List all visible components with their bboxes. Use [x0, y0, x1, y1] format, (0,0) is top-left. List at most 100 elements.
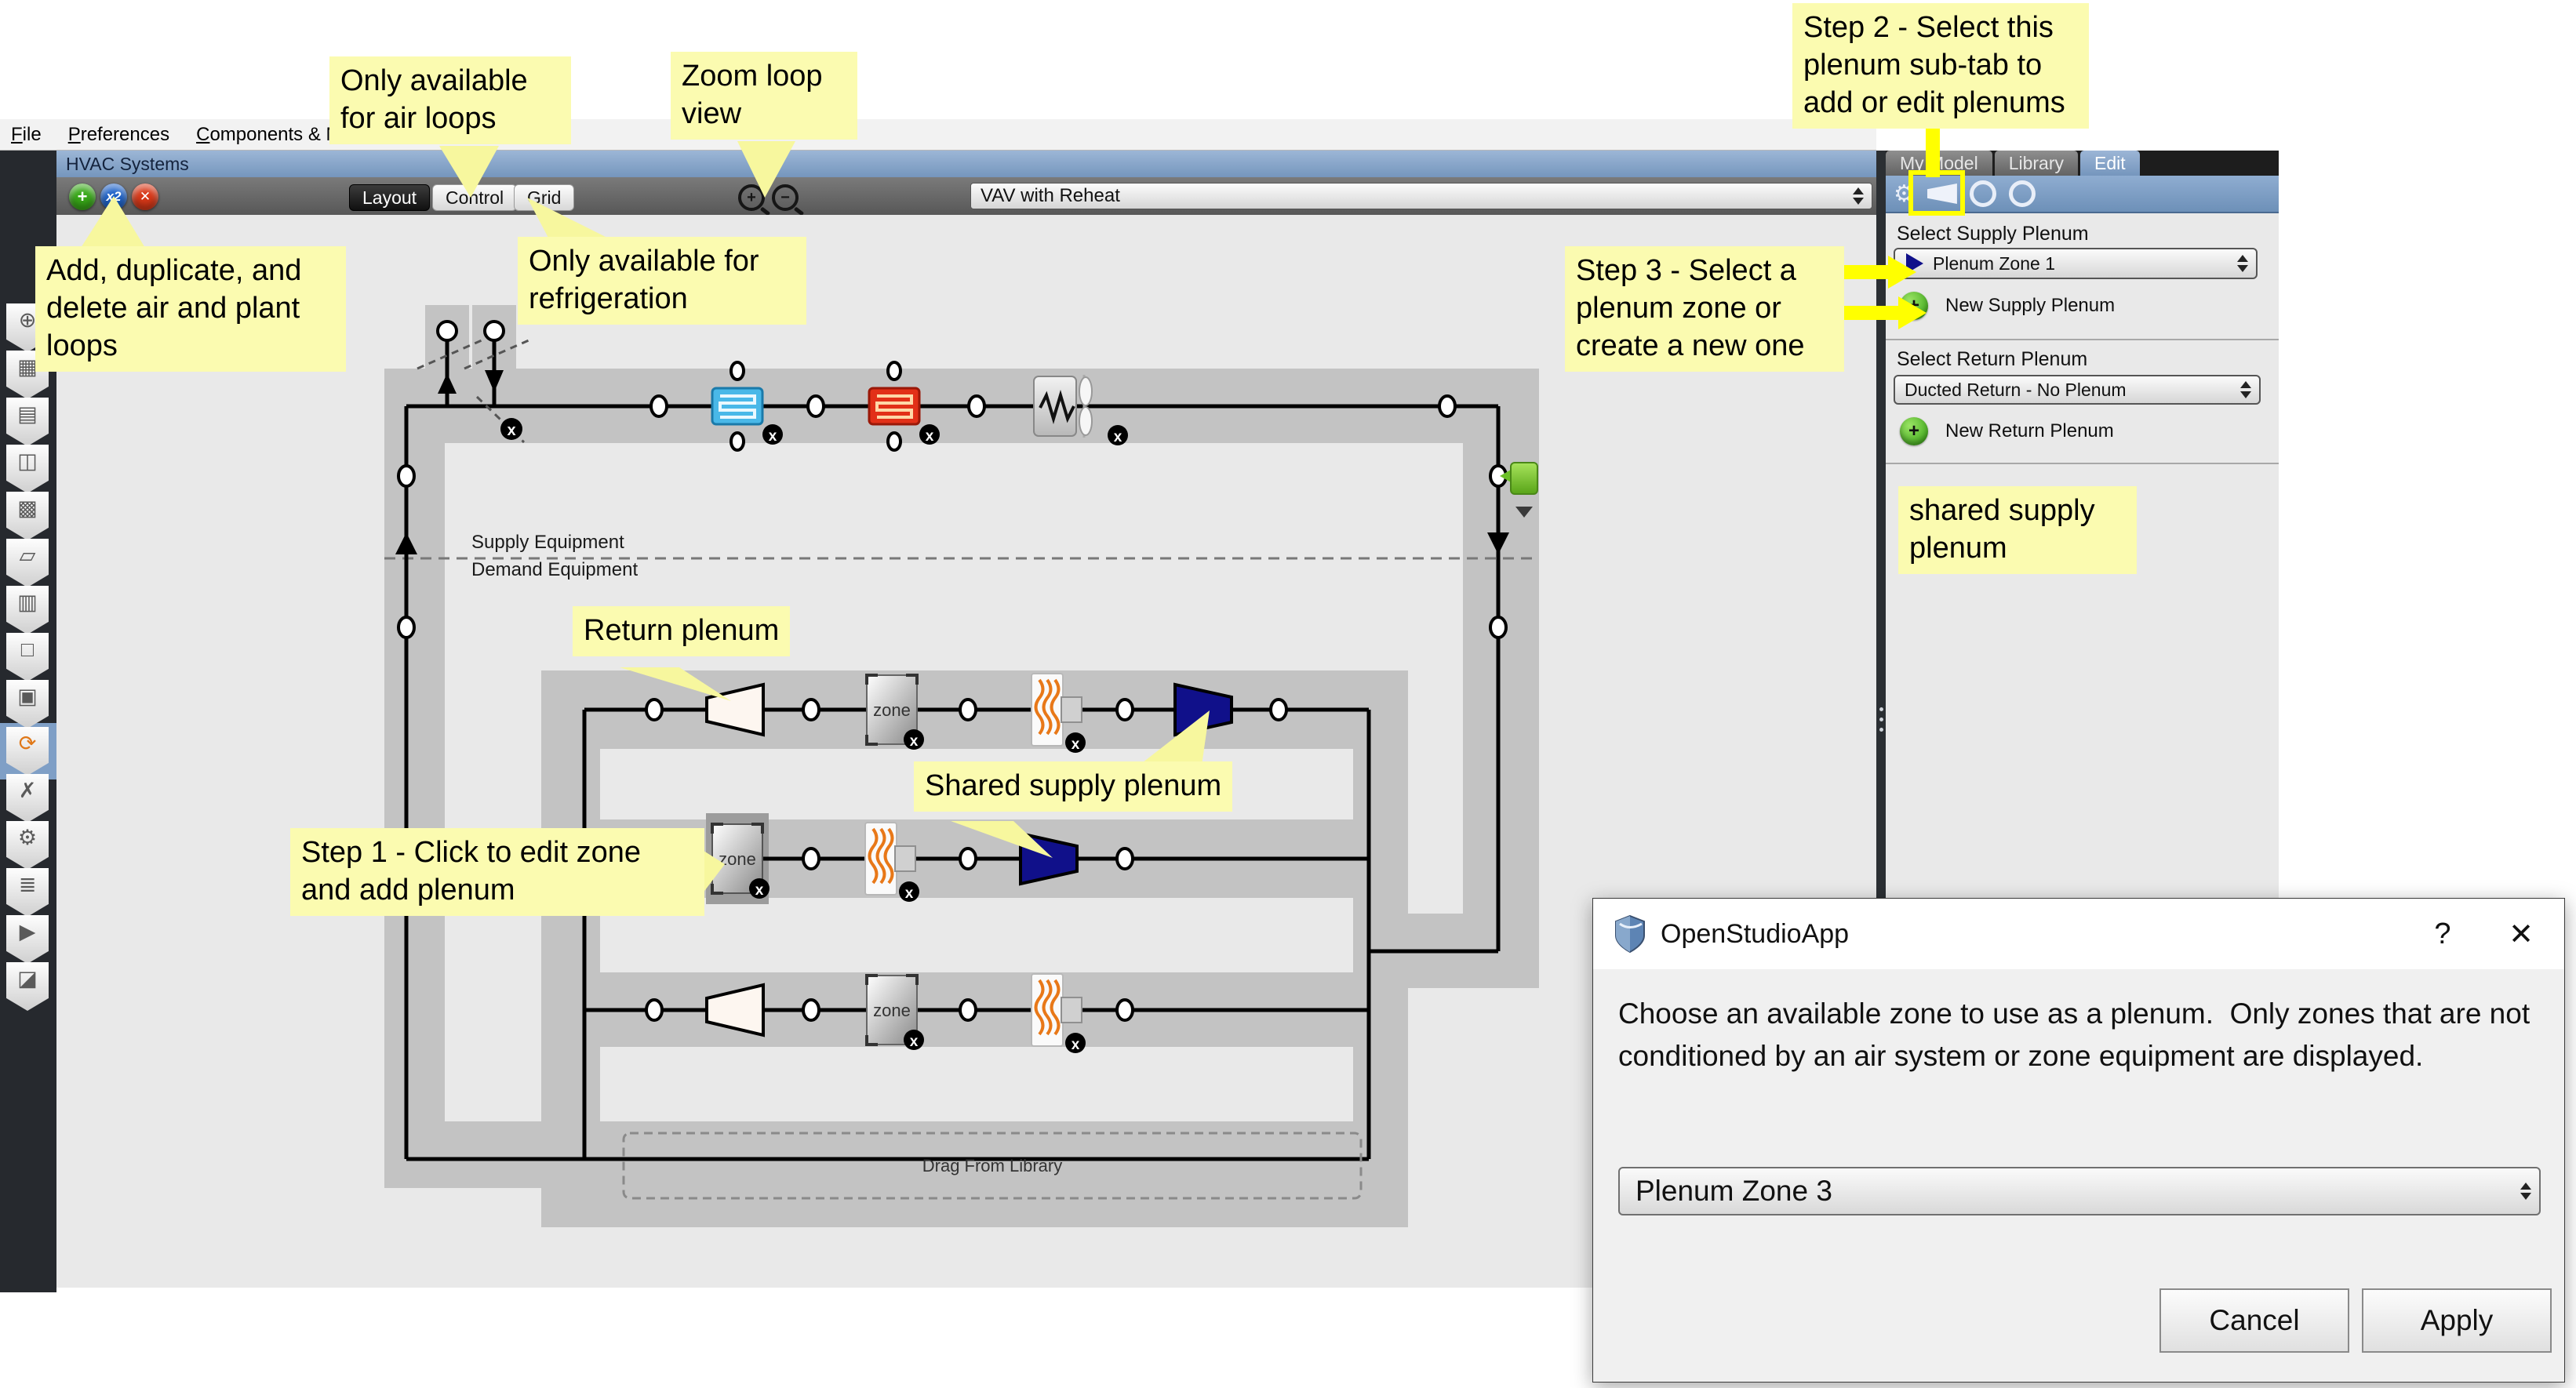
tab-control[interactable]: Control: [432, 184, 518, 211]
sidebar-tab-constructions[interactable]: ▤: [6, 398, 49, 446]
delete-heating-coil-badge[interactable]: [919, 424, 940, 445]
select-return-plenum-label: Select Return Plenum: [1897, 348, 2088, 370]
hvac-title-bar: HVAC Systems: [56, 151, 1876, 177]
drop-zone[interactable]: Drag From Library: [622, 1132, 1363, 1200]
dialog-help-button[interactable]: ?: [2434, 917, 2451, 950]
menu-preferences[interactable]: Preferences: [67, 123, 170, 145]
gear-icon: ⚙: [17, 826, 38, 849]
cooling-coil[interactable]: x: [711, 387, 783, 445]
delete-zone-badge[interactable]: [904, 1030, 924, 1050]
add-loop-button[interactable]: +: [69, 183, 96, 210]
tab-my-model[interactable]: My Model: [1886, 151, 1992, 176]
loop-selector-value: VAV with Reheat: [981, 185, 1120, 206]
setpoint-manager-flag[interactable]: [1500, 462, 1538, 518]
thermal-zones-icon: ▣: [17, 685, 38, 708]
new-supply-plenum-button[interactable]: + New Supply Plenum: [1900, 292, 2115, 320]
tab-edit[interactable]: Edit: [2080, 151, 2140, 176]
svg-text:x: x: [910, 1034, 919, 1050]
geometry-icon: ▱: [19, 543, 36, 567]
sidebar-tab-results[interactable]: ◪: [6, 962, 49, 1011]
cancel-button[interactable]: Cancel: [2159, 1288, 2349, 1353]
loop-selector-spinner[interactable]: [1853, 187, 1872, 205]
svg-text:x: x: [1072, 1037, 1080, 1053]
return-plenum-row3[interactable]: [705, 983, 765, 1037]
vav-terminal-row2[interactable]: x: [864, 822, 919, 902]
svg-text:x: x: [926, 428, 934, 445]
delete-loop-button[interactable]: ✕: [132, 183, 158, 210]
zoom-out-icon[interactable]: −: [772, 184, 799, 211]
sidebar-tab-facility[interactable]: ▥: [6, 586, 49, 634]
dialog-zone-dropdown[interactable]: Plenum Zone 3: [1618, 1167, 2541, 1215]
tab-layout[interactable]: Layout: [349, 184, 431, 211]
apply-button[interactable]: Apply: [2362, 1288, 2552, 1353]
note-shared-supply-mid: Shared supply plenum: [914, 761, 1233, 812]
svg-text:x: x: [769, 428, 777, 445]
relief-air-arrow: [438, 373, 457, 394]
return-plenum-dropdown[interactable]: Ducted Return - No Plenum: [1894, 375, 2261, 405]
note-step3: Step 3 - Select a plenum zone or create …: [1565, 246, 1844, 372]
heating-coil[interactable]: x: [868, 387, 940, 445]
svg-text:x: x: [755, 882, 764, 899]
zone-icon-row2-selected[interactable]: zone x: [711, 823, 770, 899]
tab-library[interactable]: Library: [1994, 151, 2079, 176]
plenum-subtab-icon[interactable]: [1927, 183, 1957, 204]
select-supply-plenum-label: Select Supply Plenum: [1897, 223, 2089, 245]
new-return-plenum-button[interactable]: + New Return Plenum: [1900, 417, 2114, 445]
dialog-close-icon[interactable]: ✕: [2509, 917, 2534, 951]
plus-icon: +: [1900, 417, 1928, 445]
delete-zone-badge[interactable]: [749, 878, 770, 899]
control-subtab-icon-2[interactable]: [2008, 180, 2036, 207]
supply-flow-arrow: [1487, 532, 1509, 554]
delete-oa-badge[interactable]: [500, 418, 522, 440]
sidebar-tab-geometry[interactable]: ▱: [6, 539, 49, 587]
delete-cooling-coil-badge[interactable]: [762, 424, 783, 445]
new-return-plenum-label: New Return Plenum: [1945, 420, 2114, 441]
sidebar-tab-space-types[interactable]: ▩: [6, 492, 49, 540]
note-shared-supply-right: shared supply plenum: [1898, 486, 2137, 574]
outdoor-air-system[interactable]: x: [417, 320, 529, 444]
tab-grid[interactable]: Grid: [514, 184, 575, 211]
system-settings-subtab-icon[interactable]: ⚙: [1894, 180, 1915, 207]
delete-zone-badge[interactable]: [904, 729, 924, 750]
menu-file[interactable]: File: [11, 123, 42, 145]
supply-plenum-value: Plenum Zone 1: [1933, 253, 2055, 274]
dialog-title-bar[interactable]: OpenStudioApp ? ✕: [1593, 899, 2564, 969]
dialog-title: OpenStudioApp: [1661, 918, 1850, 949]
dialog-zone-value: Plenum Zone 3: [1635, 1175, 1832, 1207]
return-plenum-spinner[interactable]: [2240, 381, 2259, 398]
output-variables-icon: ✗: [18, 779, 37, 802]
supply-equipment-label: Supply Equipment: [471, 532, 624, 553]
duplicate-loop-button[interactable]: x2: [100, 183, 127, 210]
return-plenum-value: Ducted Return - No Plenum: [1905, 379, 2127, 400]
vav-terminal-row1[interactable]: x: [1031, 673, 1086, 753]
delete-fan-badge[interactable]: [1108, 425, 1128, 445]
delete-vav-badge[interactable]: [899, 881, 919, 902]
zone-icon-row1[interactable]: zone x: [865, 674, 924, 750]
delete-vav-badge[interactable]: [1065, 1033, 1086, 1053]
supply-fan[interactable]: x: [1033, 375, 1128, 445]
supply-plenum-dropdown[interactable]: Plenum Zone 1: [1894, 248, 2258, 279]
zone-icon-row3[interactable]: zone x: [865, 974, 924, 1050]
vav-terminal-row3[interactable]: x: [1031, 973, 1086, 1053]
space-types-icon: ▩: [17, 496, 38, 520]
results-chart-icon: ◪: [17, 967, 38, 990]
sidebar-tab-output-variables[interactable]: ✗: [6, 774, 49, 823]
sidebar-tab-thermal-zones[interactable]: ▣: [6, 680, 49, 729]
note-refrigeration: Only available for refrigeration: [518, 237, 806, 325]
flag-dropdown-arrow[interactable]: [1515, 507, 1533, 518]
supply-plenum-icon: [1906, 253, 1923, 274]
sidebar-tab-measures[interactable]: ≣: [6, 868, 49, 917]
dialog-zone-spinner[interactable]: [2520, 1183, 2539, 1200]
supply-plenum-spinner[interactable]: [2237, 255, 2256, 272]
svg-text:zone: zone: [719, 849, 756, 869]
delete-vav-badge[interactable]: [1065, 732, 1086, 753]
sidebar-tab-loads[interactable]: ◫: [6, 445, 49, 493]
control-subtab-icon-1[interactable]: [1969, 180, 1996, 207]
sidebar-tab-spaces[interactable]: □: [6, 633, 49, 681]
sidebar-tab-simulation-settings[interactable]: ⚙: [6, 821, 49, 870]
hvac-loop-icon: ⟳: [18, 732, 37, 755]
zoom-in-icon[interactable]: +: [738, 184, 765, 211]
panel-tab-row: My Model Library Edit: [1886, 151, 2279, 176]
sidebar-tab-run[interactable]: ▶: [6, 915, 49, 964]
loop-selector-dropdown[interactable]: VAV with Reheat: [970, 183, 1872, 209]
